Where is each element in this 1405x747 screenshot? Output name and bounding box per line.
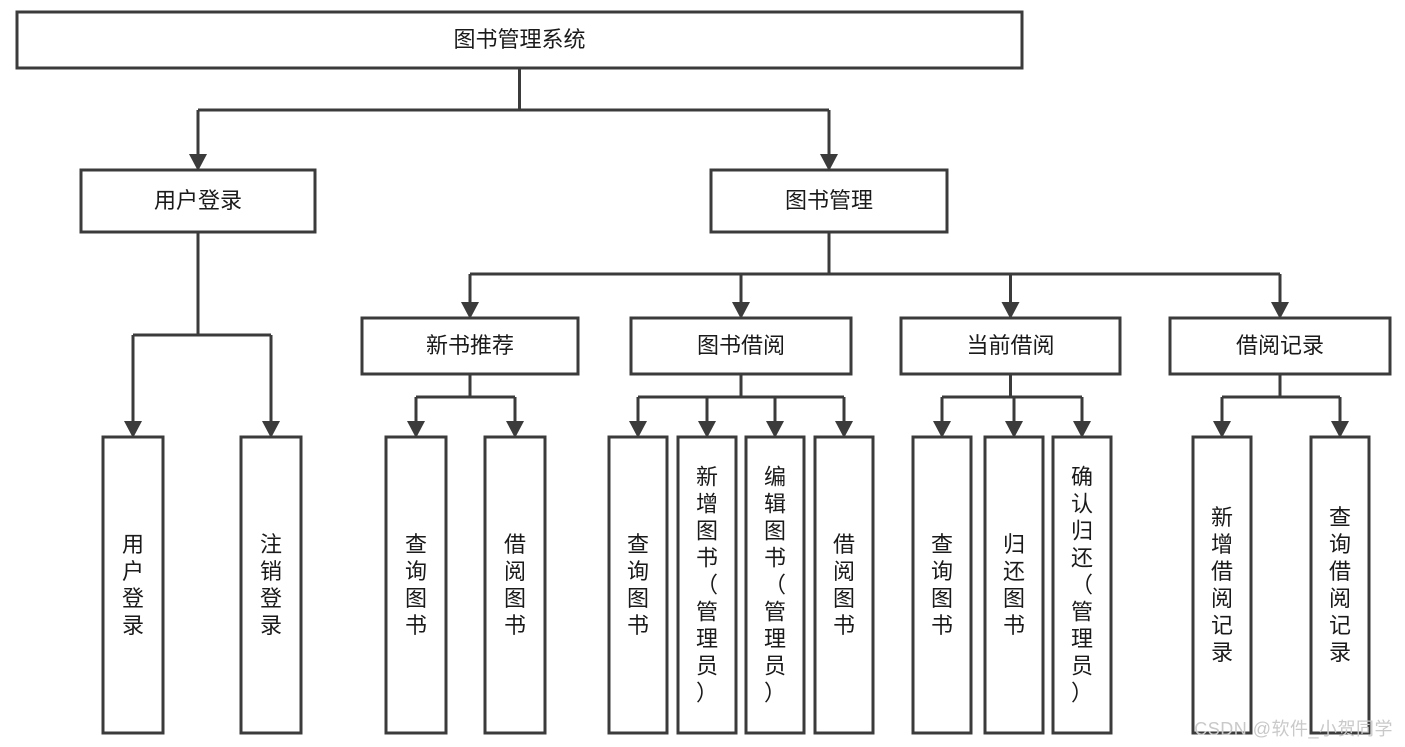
node-label: 编辑图书（管理员） xyxy=(764,465,786,706)
node-label: 借阅图书 xyxy=(833,532,855,638)
node-leaf-confirm-return[interactable]: 确认归还（管理员） xyxy=(1051,435,1113,735)
node-leaf-edit-book[interactable]: 编辑图书（管理员） xyxy=(744,435,806,735)
arrow-head-icon xyxy=(461,302,479,319)
node-box xyxy=(629,316,853,376)
node-box xyxy=(607,435,669,735)
node-box xyxy=(483,435,547,735)
node-leaf-logout[interactable]: 注销登录 xyxy=(239,435,303,735)
node-box xyxy=(1309,435,1371,735)
arrow-head-icon xyxy=(698,421,716,438)
arrow-head-icon xyxy=(766,421,784,438)
node-label: 当前借阅 xyxy=(966,333,1054,358)
node-label: 借阅记录 xyxy=(1236,333,1324,358)
node-label: 借阅图书 xyxy=(504,532,526,638)
arrow-head-icon xyxy=(732,302,750,319)
arrow-head-icon xyxy=(1001,302,1020,319)
node-label: 用户登录 xyxy=(122,532,144,638)
node-box xyxy=(709,168,949,234)
node-leaf-borrow-book-1[interactable]: 借阅图书 xyxy=(483,435,547,735)
node-box xyxy=(239,435,303,735)
node-leaf-query-book-3[interactable]: 查询图书 xyxy=(911,435,973,735)
node-box xyxy=(1051,435,1113,735)
node-box xyxy=(101,435,165,735)
node-label: 查询借阅记录 xyxy=(1329,505,1351,665)
node-box xyxy=(384,435,448,735)
arrow-head-icon xyxy=(820,154,838,171)
node-leaf-return-book[interactable]: 归还图书 xyxy=(983,435,1045,735)
arrow-head-icon xyxy=(189,154,207,171)
node-box xyxy=(1191,435,1253,735)
arrow-head-icon xyxy=(1073,421,1091,438)
arrow-head-icon xyxy=(629,421,647,438)
node-label: 注销登录 xyxy=(260,532,282,638)
node-label: 归还图书 xyxy=(1003,532,1025,638)
node-layer: 图书管理系统用户登录图书管理新书推荐图书借阅当前借阅借阅记录用户登录注销登录查询… xyxy=(15,10,1392,735)
arrow-head-icon xyxy=(835,421,853,438)
node-label: 图书管理 xyxy=(785,188,873,213)
connector-layer xyxy=(124,68,1349,438)
arrow-head-icon xyxy=(262,421,280,438)
node-label: 新增图书（管理员） xyxy=(696,465,718,706)
node-label: 用户登录 xyxy=(154,188,242,213)
node-box xyxy=(813,435,875,735)
node-label: 新增借阅记录 xyxy=(1211,505,1233,665)
node-user-login[interactable]: 用户登录 xyxy=(79,168,317,234)
node-box xyxy=(983,435,1045,735)
node-label: 确认归还（管理员） xyxy=(1071,465,1093,706)
node-leaf-query-book-2[interactable]: 查询图书 xyxy=(607,435,669,735)
node-label: 图书借阅 xyxy=(697,333,785,358)
node-book-borrow[interactable]: 图书借阅 xyxy=(629,316,853,376)
node-box xyxy=(676,435,738,735)
arrow-head-icon xyxy=(124,421,142,438)
node-leaf-borrow-book-2[interactable]: 借阅图书 xyxy=(813,435,875,735)
node-book-manage[interactable]: 图书管理 xyxy=(709,168,949,234)
node-label: 新书推荐 xyxy=(426,333,514,358)
arrow-head-icon xyxy=(1005,421,1023,438)
node-box xyxy=(911,435,973,735)
node-box xyxy=(15,10,1024,70)
arrow-head-icon xyxy=(506,421,524,438)
node-current-borrow[interactable]: 当前借阅 xyxy=(899,316,1122,376)
arrow-head-icon xyxy=(933,421,951,438)
node-box xyxy=(899,316,1122,376)
node-box xyxy=(79,168,317,234)
node-label: 查询图书 xyxy=(627,532,649,638)
node-label: 图书管理系统 xyxy=(453,27,585,52)
node-leaf-query-book-1[interactable]: 查询图书 xyxy=(384,435,448,735)
node-borrow-record[interactable]: 借阅记录 xyxy=(1168,316,1392,376)
node-leaf-user-login[interactable]: 用户登录 xyxy=(101,435,165,735)
arrow-head-icon xyxy=(1331,421,1349,438)
node-box xyxy=(744,435,806,735)
node-leaf-add-record[interactable]: 新增借阅记录 xyxy=(1191,435,1253,735)
node-new-book-rec[interactable]: 新书推荐 xyxy=(360,316,580,376)
arrow-head-icon xyxy=(1271,302,1289,319)
arrow-head-icon xyxy=(407,421,425,438)
node-root[interactable]: 图书管理系统 xyxy=(15,10,1024,70)
node-label: 查询图书 xyxy=(931,532,953,638)
node-box xyxy=(360,316,580,376)
arrow-head-icon xyxy=(1213,421,1231,438)
node-box xyxy=(1168,316,1392,376)
node-label: 查询图书 xyxy=(405,532,427,638)
node-leaf-query-record[interactable]: 查询借阅记录 xyxy=(1309,435,1371,735)
node-leaf-add-book[interactable]: 新增图书（管理员） xyxy=(676,435,738,735)
